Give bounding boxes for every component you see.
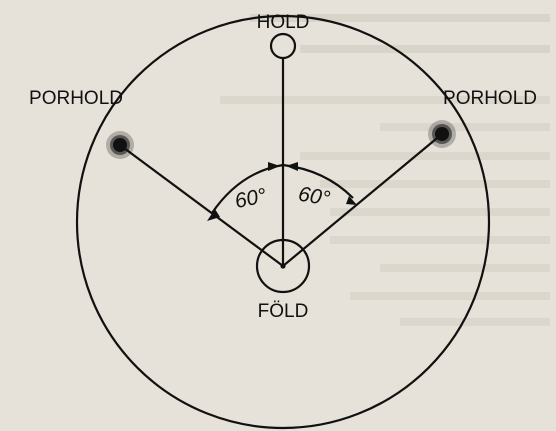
porhold-right-label: PORHOLD (443, 88, 537, 109)
arrow-head-3 (207, 209, 220, 221)
angle-left-label: 60° (233, 184, 269, 213)
line-to-left-porhold (119, 144, 284, 267)
orbit-circle (75, 14, 491, 430)
line-to-right-porhold (282, 133, 443, 267)
arrow-head-1 (268, 162, 280, 171)
porhold-right-spot (428, 120, 456, 148)
arrow-head-4 (346, 196, 357, 205)
porhold-left-spot (106, 131, 134, 159)
porhold-left-label: PORHOLD (29, 88, 123, 109)
hold-label: HOLD (257, 12, 310, 33)
arrow-head-2 (286, 162, 298, 171)
fold-label: FÖLD (258, 301, 309, 322)
moon-circle (269, 32, 297, 60)
angle-right-label: 60° (296, 183, 331, 211)
